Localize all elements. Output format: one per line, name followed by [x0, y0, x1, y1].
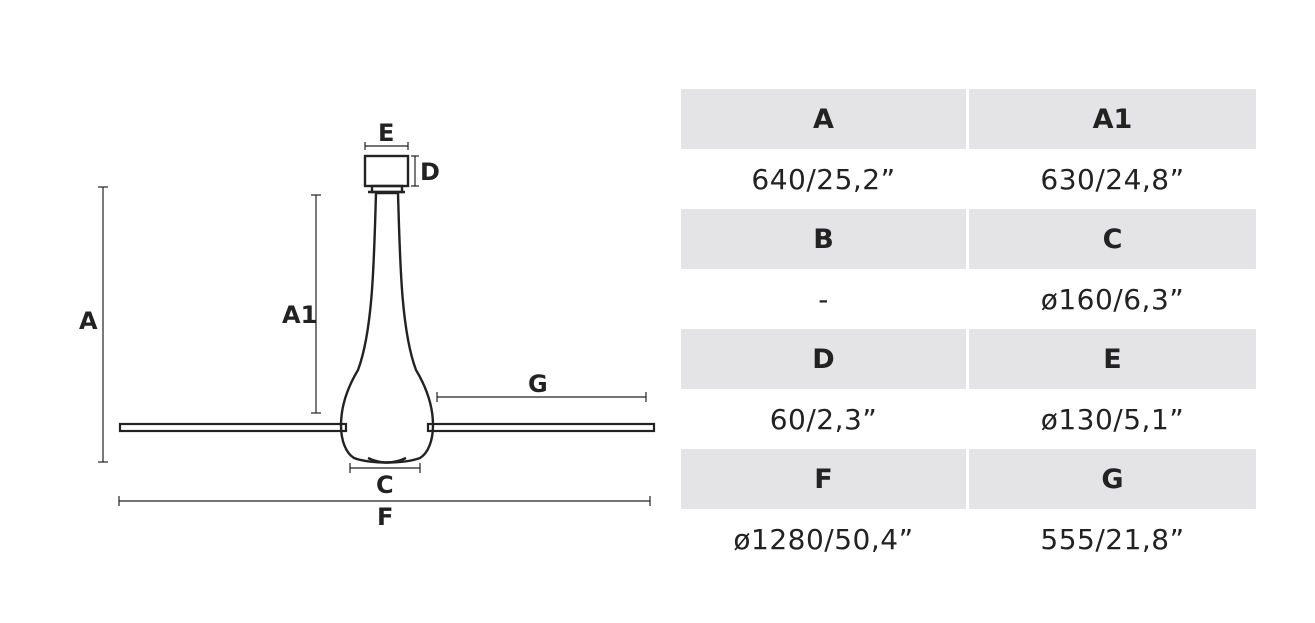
- table-header-cell: C: [969, 209, 1256, 269]
- ceiling-canopy: [363, 154, 410, 188]
- dimension-g-label: G: [528, 370, 548, 398]
- table-header-cell: F: [681, 449, 966, 509]
- table-header-cell: G: [969, 449, 1256, 509]
- table-header-cell: A1: [969, 89, 1256, 149]
- dimension-f-label: F: [377, 503, 393, 531]
- dimension-e-label: E: [378, 119, 394, 147]
- dimension-a1-label: A1: [282, 301, 317, 329]
- fan-teardrop-body: [339, 191, 435, 464]
- table-value-cell: 555/21,8”: [969, 509, 1256, 569]
- dimension-c-label: C: [376, 471, 394, 499]
- fan-blade-left: [118, 422, 348, 433]
- table-value-cell: ø1280/50,4”: [681, 509, 966, 569]
- dimension-d-label: D: [420, 158, 440, 186]
- table-value-cell: 60/2,3”: [681, 389, 966, 449]
- table-header-cell: D: [681, 329, 966, 389]
- table-value-cell: 630/24,8”: [969, 149, 1256, 209]
- table-value-cell: ø160/6,3”: [969, 269, 1256, 329]
- fan-blade-right: [426, 422, 656, 433]
- fan-dimension-diagram: A A1 E D G C F: [79, 119, 656, 531]
- fan-bottom-cap: [367, 456, 407, 464]
- table-header-cell: B: [681, 209, 966, 269]
- table-value-cell: ø130/5,1”: [969, 389, 1256, 449]
- table-value-cell: -: [681, 269, 966, 329]
- table-header-cell: E: [969, 329, 1256, 389]
- dimensions-table: A A1 640/25,2” 630/24,8” B C - ø160/6,3”…: [681, 89, 1256, 569]
- table-header-cell: A: [681, 89, 966, 149]
- table-value-cell: 640/25,2”: [681, 149, 966, 209]
- dimension-a-label: A: [79, 307, 98, 335]
